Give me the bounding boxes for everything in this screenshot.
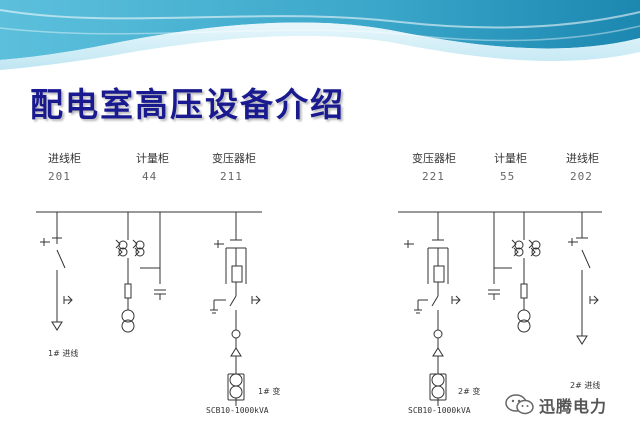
right-metering-cabinet [488, 212, 541, 333]
right-cabinet-1-name: 变压器柜 [412, 152, 456, 165]
left-cabinet-1-code: 201 [48, 170, 71, 183]
page-title: 配电室高压设备介绍 [30, 85, 345, 124]
left-cabinet-2-code: 44 [142, 170, 158, 183]
right-transformer-spec: SCB10-1000kVA [408, 406, 471, 415]
left-incoming-label: 1# 进线 [48, 349, 79, 358]
wechat-icon [505, 393, 535, 417]
right-transformer-cabinet [404, 212, 461, 406]
right-cabinet-3-name: 进线柜 [566, 152, 599, 165]
right-cabinet-2-name: 计量柜 [494, 152, 527, 165]
watermark: 迅腾电力 [505, 393, 607, 417]
right-cabinet-3-code: 202 [570, 170, 593, 183]
left-transformer-label: 1# 变 [258, 387, 281, 396]
left-cabinet-3-name: 变压器柜 [212, 152, 256, 165]
left-incoming-feeder [40, 212, 73, 331]
left-transformer-spec: SCB10-1000kVA [206, 406, 269, 415]
right-transformer-label: 2# 变 [458, 387, 481, 396]
header-wave [0, 0, 640, 78]
right-incoming-feeder [568, 212, 599, 345]
left-cabinet-2-name: 计量柜 [136, 152, 169, 165]
watermark-text: 迅腾电力 [539, 397, 608, 416]
left-transformer-cabinet [210, 212, 261, 406]
left-metering-cabinet [115, 212, 166, 333]
right-cabinet-2-code: 55 [500, 170, 516, 183]
right-cabinet-1-code: 221 [422, 170, 445, 183]
left-cabinet-1-name: 进线柜 [48, 152, 81, 165]
left-cabinet-3-code: 211 [220, 170, 243, 183]
right-incoming-label: 2# 进线 [570, 381, 601, 390]
